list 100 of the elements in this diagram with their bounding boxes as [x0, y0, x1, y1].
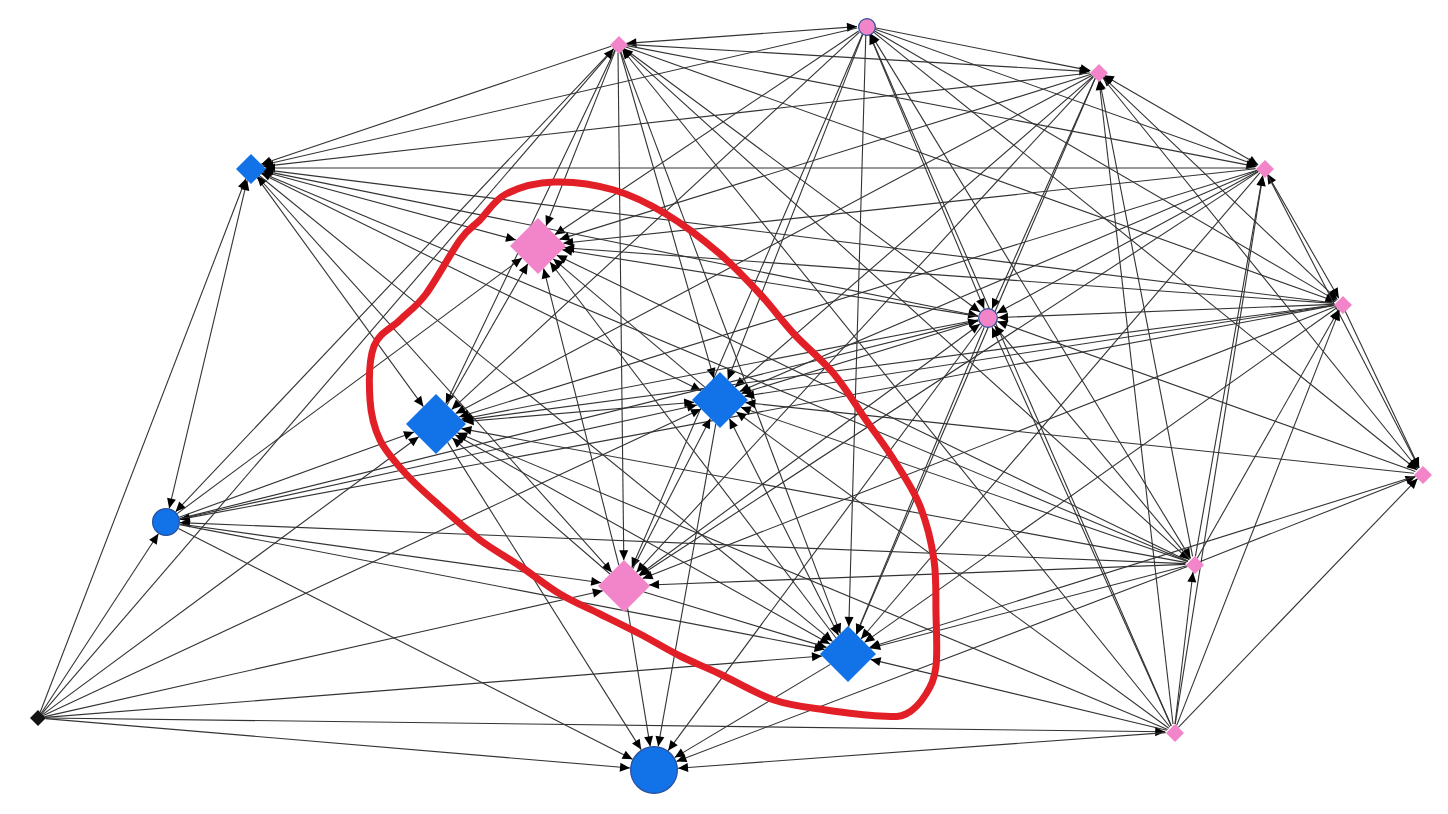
arrow	[264, 163, 1256, 173]
arrow	[451, 437, 611, 575]
arrow	[993, 325, 1191, 560]
arrow	[619, 50, 842, 635]
arrow	[42, 436, 420, 716]
arrow	[446, 263, 529, 406]
arrow	[643, 591, 828, 649]
arrow	[627, 607, 653, 747]
arrow	[445, 49, 616, 405]
arrow	[997, 303, 1334, 322]
arrow	[734, 75, 1094, 388]
arrow	[855, 326, 985, 635]
double-arrow	[256, 175, 613, 573]
diamond-node	[1089, 63, 1107, 81]
arrow	[179, 524, 826, 652]
arrow	[1176, 309, 1340, 727]
arrow	[873, 28, 1258, 167]
arrow	[39, 178, 247, 713]
circle-node	[630, 746, 678, 794]
arrow	[460, 319, 979, 422]
diamond-node	[598, 560, 650, 612]
arrow	[179, 518, 1186, 565]
double-arrow	[1102, 75, 1338, 301]
arrow	[451, 31, 860, 411]
arrow	[1174, 571, 1197, 725]
arrow	[558, 73, 1092, 241]
diamond-node	[1255, 159, 1273, 177]
arrow	[860, 172, 1261, 640]
arrow	[674, 663, 831, 759]
diamond-node	[1165, 723, 1183, 741]
arrow	[549, 261, 837, 639]
arrow	[996, 320, 1416, 473]
arrow	[739, 170, 1259, 393]
arrow	[447, 441, 642, 751]
arrow	[635, 76, 1095, 573]
arrow	[179, 304, 1335, 522]
arrow	[648, 563, 1186, 590]
diamond-node	[692, 372, 748, 428]
arrow	[45, 717, 1166, 737]
arrow	[40, 533, 159, 714]
double-arrow	[261, 168, 979, 319]
diamond-node	[30, 710, 46, 726]
arrow	[42, 408, 702, 716]
arrow	[262, 166, 1335, 304]
arrow	[642, 306, 1337, 580]
arrow	[179, 402, 698, 520]
arrow	[257, 174, 834, 642]
arrow	[1101, 76, 1419, 470]
diamond-node	[1185, 555, 1203, 573]
arrow	[639, 171, 1260, 577]
double-arrow	[1266, 173, 1340, 299]
highlight-loop	[366, 178, 940, 720]
arrow	[461, 304, 1335, 424]
arrow	[176, 257, 523, 515]
arrow	[624, 45, 1336, 303]
arrow	[740, 320, 979, 395]
arrow	[863, 307, 1338, 643]
arrow	[179, 523, 602, 586]
double-arrow	[728, 418, 840, 636]
diamond-node	[235, 153, 265, 183]
arrow	[617, 52, 629, 561]
arrow	[625, 44, 1257, 170]
arrow	[631, 33, 863, 569]
arrow	[873, 30, 1337, 302]
circle-node	[857, 17, 875, 35]
arrow	[261, 27, 858, 168]
arrow	[872, 31, 1418, 471]
diamond-node	[1413, 465, 1431, 483]
arrow	[260, 45, 612, 166]
arrow	[677, 732, 1167, 772]
arrow	[874, 27, 1091, 74]
arrow	[1096, 79, 1194, 557]
arrow	[740, 406, 1188, 563]
double-arrow	[167, 179, 250, 509]
double-arrow	[870, 33, 1192, 559]
arrow	[991, 326, 1172, 727]
arrow	[744, 399, 1415, 474]
arrow	[1177, 478, 1419, 728]
diamond-node	[1333, 295, 1351, 313]
arrow	[255, 176, 424, 408]
arrow	[179, 318, 979, 520]
diamond-node	[609, 35, 627, 53]
double-arrow	[625, 22, 858, 48]
arrow	[626, 43, 1090, 76]
arrow	[552, 258, 706, 388]
arrow	[996, 170, 1259, 314]
arrow	[1344, 309, 1420, 469]
arrow	[44, 652, 823, 718]
diamond-node	[820, 626, 876, 682]
arrow	[41, 48, 615, 715]
arrow	[1199, 476, 1417, 562]
arrow	[563, 244, 1335, 304]
double-arrow	[622, 47, 1190, 561]
arrow	[632, 417, 711, 570]
arrow	[1196, 309, 1340, 559]
arrow	[870, 657, 1168, 731]
arrow	[554, 30, 860, 236]
arrow	[545, 49, 616, 227]
circle-node	[978, 308, 998, 328]
arrow	[561, 246, 979, 317]
